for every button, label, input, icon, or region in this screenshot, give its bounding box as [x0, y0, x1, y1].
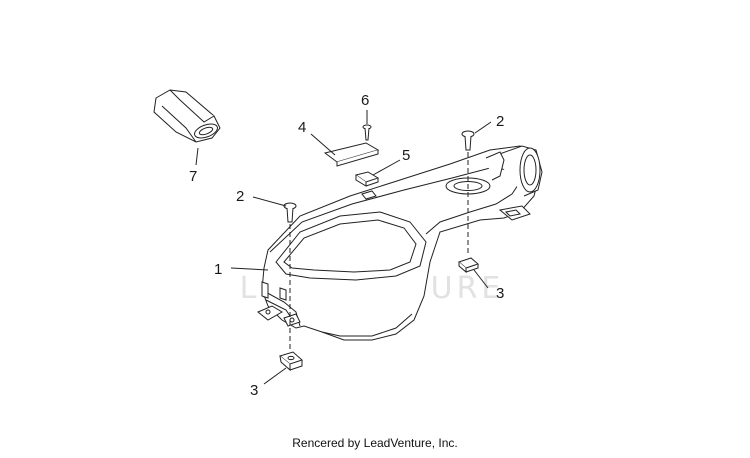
- part-3-clip-nut-bottom[interactable]: [278, 351, 303, 372]
- part-7-cylinder[interactable]: [153, 89, 221, 143]
- callout-4: 4: [298, 119, 306, 136]
- part-2-screw-right[interactable]: [461, 130, 475, 151]
- part-4-cover-plate[interactable]: [323, 142, 380, 167]
- callout-5: 5: [402, 147, 410, 164]
- callout-7: 7: [189, 168, 197, 185]
- callout-2-right: 2: [496, 113, 504, 130]
- footer-credit: Rencered by LeadVenture, Inc.: [292, 436, 458, 450]
- callout-6: 6: [361, 92, 369, 109]
- part-6-screw[interactable]: [362, 124, 372, 141]
- callouts: 1 2 2 3 3 4 5 6 7: [189, 92, 504, 399]
- callout-2-left: 2: [236, 188, 244, 205]
- callout-1: 1: [214, 261, 222, 278]
- part-3-clip-nut-right[interactable]: [458, 257, 479, 274]
- part-1-housing[interactable]: [257, 145, 543, 341]
- part-5-clip-nut[interactable]: [354, 171, 380, 187]
- callout-3-bottom: 3: [250, 382, 258, 399]
- leader-lines: [195, 110, 492, 385]
- dash-lines: [289, 152, 469, 350]
- part-2-screw-left[interactable]: [283, 202, 297, 223]
- callout-3-right: 3: [496, 285, 504, 302]
